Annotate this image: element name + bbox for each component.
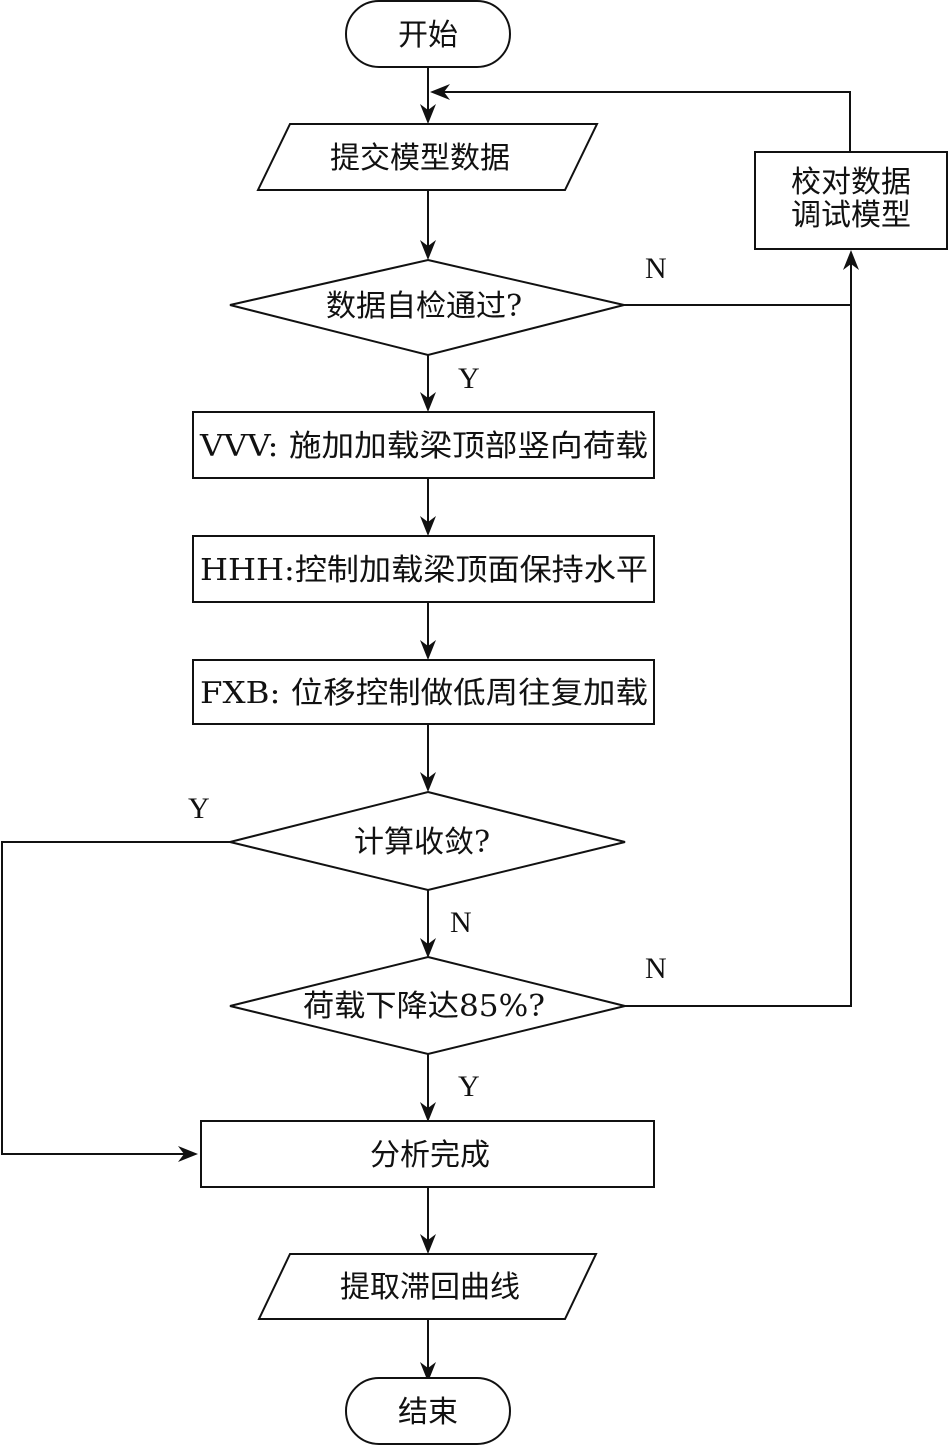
node-load-drop: 荷载下降达85%? <box>229 955 626 1056</box>
end-terminator-shape <box>345 1377 511 1445</box>
node-fxb: FXB: 位移控制做低周往复加载 <box>192 659 655 725</box>
arrowhead <box>420 1362 436 1382</box>
arrowhead <box>178 1146 198 1162</box>
done-process-shape <box>200 1120 655 1188</box>
arrowhead <box>420 104 436 124</box>
check-label: 数据自检通过? <box>326 289 522 324</box>
node-hhh: HHH:控制加载梁顶面保持水平 <box>192 535 655 603</box>
fxb-process-shape <box>192 659 655 725</box>
arrowhead <box>420 1102 436 1122</box>
node-fix: 校对数据 调试模型 <box>754 151 948 250</box>
edge-converge-done <box>1 841 230 1155</box>
arrowhead <box>843 250 859 270</box>
node-vvv: VVV: 施加加载梁顶部竖向荷载 <box>192 411 655 479</box>
node-start: 开始 <box>345 0 511 68</box>
arrowhead <box>420 516 436 536</box>
edge-fix-submit <box>440 91 851 152</box>
load-drop-yes-label: Y <box>458 1070 480 1103</box>
vvv-process-shape <box>192 411 655 479</box>
hhh-label: HHH:控制加载梁顶面保持水平 <box>200 553 648 588</box>
arrowhead <box>420 772 436 792</box>
converge-yes-label: Y <box>188 792 210 825</box>
edge-loaddrop-fix <box>625 305 852 1007</box>
fix-label-line1: 校对数据 <box>791 165 911 200</box>
check-yes-label: Y <box>458 362 480 395</box>
arrowhead <box>420 938 436 958</box>
submit-label: 提交模型数据 <box>330 141 510 176</box>
arrowhead <box>420 1234 436 1254</box>
converge-no-label: N <box>450 906 472 939</box>
arrowhead <box>420 640 436 660</box>
start-label: 开始 <box>398 18 458 53</box>
node-converge: 计算收敛? <box>229 790 626 892</box>
fxb-label: FXB: 位移控制做低周往复加载 <box>200 676 648 711</box>
arrowhead <box>420 392 436 412</box>
node-done: 分析完成 <box>200 1120 655 1188</box>
check-no-label: N <box>645 252 667 285</box>
load-drop-label: 荷载下降达85%? <box>303 989 545 1024</box>
node-end: 结束 <box>345 1377 511 1445</box>
node-extract: 提取滞回曲线 <box>257 1253 598 1320</box>
end-label: 结束 <box>398 1395 458 1430</box>
arrowhead <box>420 240 436 260</box>
fix-process-shape <box>754 151 948 250</box>
done-label: 分析完成 <box>370 1138 490 1173</box>
fix-label-line2: 调试模型 <box>791 198 911 233</box>
node-submit: 提交模型数据 <box>256 123 599 191</box>
converge-label: 计算收敛? <box>354 825 490 860</box>
hhh-process-shape <box>192 535 655 603</box>
vvv-label: VVV: 施加加载梁顶部竖向荷载 <box>199 429 648 464</box>
submit-io-shape <box>256 123 599 191</box>
load-drop-no-label: N <box>645 952 667 985</box>
extract-label: 提取滞回曲线 <box>340 1270 520 1305</box>
extract-io-shape <box>257 1253 598 1320</box>
node-check: 数据自检通过? <box>229 258 625 357</box>
arrowhead <box>430 84 450 100</box>
